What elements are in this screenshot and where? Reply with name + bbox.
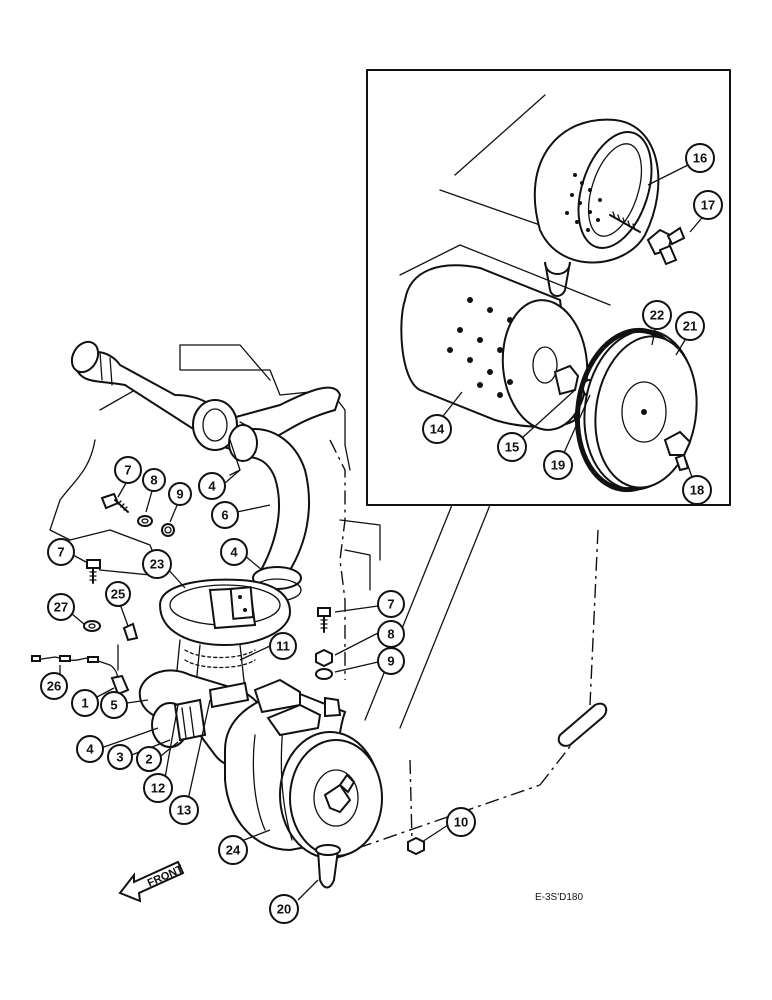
callout-13: 13 (169, 795, 199, 825)
callout-7: 7 (114, 456, 142, 484)
callout-label: 27 (54, 600, 68, 615)
callout-label: 20 (277, 902, 291, 917)
callout-1: 1 (71, 689, 99, 717)
callout-15: 15 (497, 432, 527, 462)
callout-27: 27 (47, 593, 75, 621)
elbow-hose-part-6 (228, 424, 311, 602)
callout-label: 24 (226, 843, 241, 858)
callout-label: 25 (111, 587, 125, 602)
callout-label: 9 (387, 654, 394, 669)
callout-4: 4 (76, 735, 104, 763)
callout-5: 5 (100, 691, 128, 719)
small-parts (31, 492, 608, 856)
callout-label: 15 (505, 440, 519, 455)
callout-label: 4 (230, 545, 238, 560)
callout-9: 9 (377, 647, 405, 675)
callout-18: 18 (682, 475, 712, 505)
callout-19: 19 (543, 450, 573, 480)
callout-12: 12 (143, 773, 173, 803)
callout-label: 8 (387, 627, 394, 642)
callout-label: 17 (701, 198, 715, 213)
wing-nut-part-17 (646, 226, 686, 266)
callout-label: 8 (150, 473, 157, 488)
callout-label: 10 (454, 815, 468, 830)
callout-7: 7 (47, 538, 75, 566)
callout-label: 23 (150, 557, 164, 572)
callout-8: 8 (142, 468, 166, 492)
callout-label: 3 (116, 750, 123, 765)
drawing-code: E-3S'D180 (535, 892, 583, 903)
intake-pipe-upper (70, 340, 342, 456)
callout-21: 21 (675, 311, 705, 341)
callout-11: 11 (269, 632, 297, 660)
housing-cover-part-16 (439, 94, 660, 297)
end-cover-part-21 (574, 327, 698, 493)
callout-label: 19 (551, 458, 565, 473)
callout-7: 7 (377, 590, 405, 618)
callout-label: 12 (151, 781, 165, 796)
callout-label: 7 (57, 545, 64, 560)
callout-10: 10 (446, 807, 476, 837)
filter-element-part-14 (399, 244, 611, 431)
detail-inset (364, 69, 731, 729)
callout-label: 2 (145, 752, 152, 767)
callout-label: 4 (208, 479, 216, 494)
callout-9: 9 (168, 482, 192, 506)
callout-26: 26 (40, 672, 68, 700)
callout-14: 14 (422, 414, 452, 444)
callout-label: 5 (110, 698, 117, 713)
callout-2: 2 (136, 746, 162, 772)
callout-6: 6 (211, 501, 239, 529)
callout-label: 21 (683, 319, 697, 334)
callout-label: 7 (124, 463, 131, 478)
callout-20: 20 (269, 894, 299, 924)
callout-label: 22 (650, 308, 664, 323)
callout-label: 18 (690, 483, 704, 498)
callout-17: 17 (693, 190, 723, 220)
callout-label: 11 (276, 639, 290, 654)
callout-label: 16 (693, 151, 707, 166)
callout-4: 4 (220, 538, 248, 566)
callout-label: 26 (47, 679, 61, 694)
callout-label: 13 (177, 803, 191, 818)
callout-3: 3 (107, 744, 133, 770)
callout-16: 16 (685, 143, 715, 173)
callout-22: 22 (642, 300, 672, 330)
callout-label: 14 (430, 422, 445, 437)
air-cleaner-body-part-23 (158, 578, 292, 696)
air-cleaner-canister-part-24 (224, 678, 383, 889)
callout-23: 23 (142, 549, 172, 579)
callout-label: 4 (86, 742, 94, 757)
callout-8: 8 (377, 620, 405, 648)
callout-label: 1 (81, 696, 88, 711)
callout-24: 24 (218, 835, 248, 865)
callout-label: 9 (176, 487, 183, 502)
front-direction-arrow: FRONT (118, 860, 185, 903)
callout-25: 25 (105, 581, 131, 607)
callout-4: 4 (198, 472, 226, 500)
callout-label: 7 (387, 597, 394, 612)
callout-label: 6 (221, 508, 228, 523)
